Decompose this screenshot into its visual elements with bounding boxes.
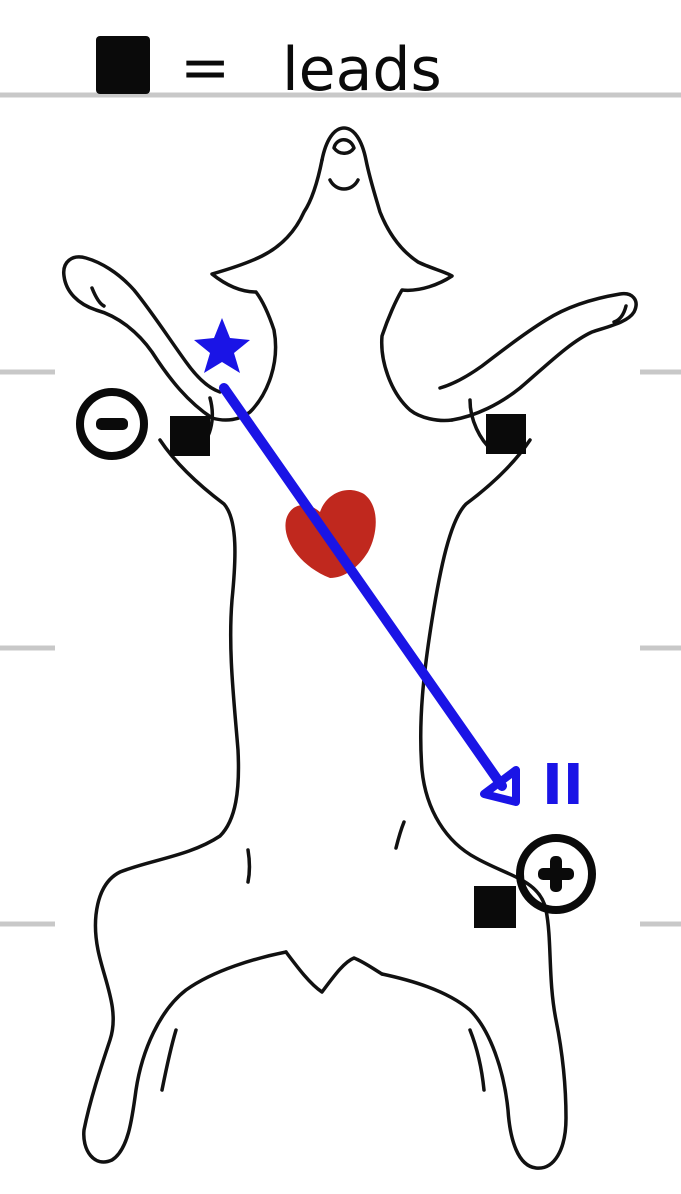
legend: = leads bbox=[96, 33, 442, 105]
legend-equals: = bbox=[180, 33, 230, 103]
vector-shaft bbox=[219, 383, 507, 791]
dog-mouth bbox=[328, 178, 360, 191]
dog-detail bbox=[160, 1028, 178, 1092]
electrodes bbox=[170, 414, 526, 928]
dog-outline bbox=[62, 126, 638, 1170]
dog-tail bbox=[284, 950, 384, 994]
negative-circle-icon bbox=[76, 388, 148, 460]
legend-label: leads bbox=[282, 35, 442, 105]
dog-left-paw-detail bbox=[90, 286, 106, 308]
positive-lead-marker bbox=[516, 834, 596, 914]
dog-torso-left bbox=[82, 438, 288, 1164]
star-icon bbox=[194, 318, 250, 373]
plus-icon-vertical bbox=[550, 856, 562, 892]
negative-lead-marker bbox=[76, 388, 148, 460]
dog-detail bbox=[246, 848, 252, 884]
legend-lead-square-icon bbox=[96, 36, 150, 94]
dog-left-foreleg bbox=[62, 255, 222, 420]
vector-arrowhead-icon bbox=[480, 766, 520, 806]
lead-ii-vector: II bbox=[219, 383, 584, 818]
dog-head bbox=[320, 126, 454, 423]
dog-detail bbox=[394, 820, 406, 850]
dog-nose bbox=[332, 138, 356, 155]
lead-left-foreleg-square-icon bbox=[170, 416, 210, 456]
vector-label: II bbox=[542, 753, 584, 818]
ruled-lines bbox=[0, 92, 681, 927]
dog-torso-right bbox=[380, 438, 568, 1170]
dog-head-left bbox=[210, 158, 324, 422]
dog-right-foreleg bbox=[438, 291, 638, 422]
dog-right-paw-detail bbox=[612, 304, 628, 324]
dog-detail bbox=[468, 1028, 486, 1092]
lead-right-foreleg-square-icon bbox=[486, 414, 526, 454]
minus-icon bbox=[96, 418, 128, 430]
positive-circle-icon bbox=[516, 834, 596, 914]
lead-left-hindleg-square-icon bbox=[474, 886, 516, 928]
